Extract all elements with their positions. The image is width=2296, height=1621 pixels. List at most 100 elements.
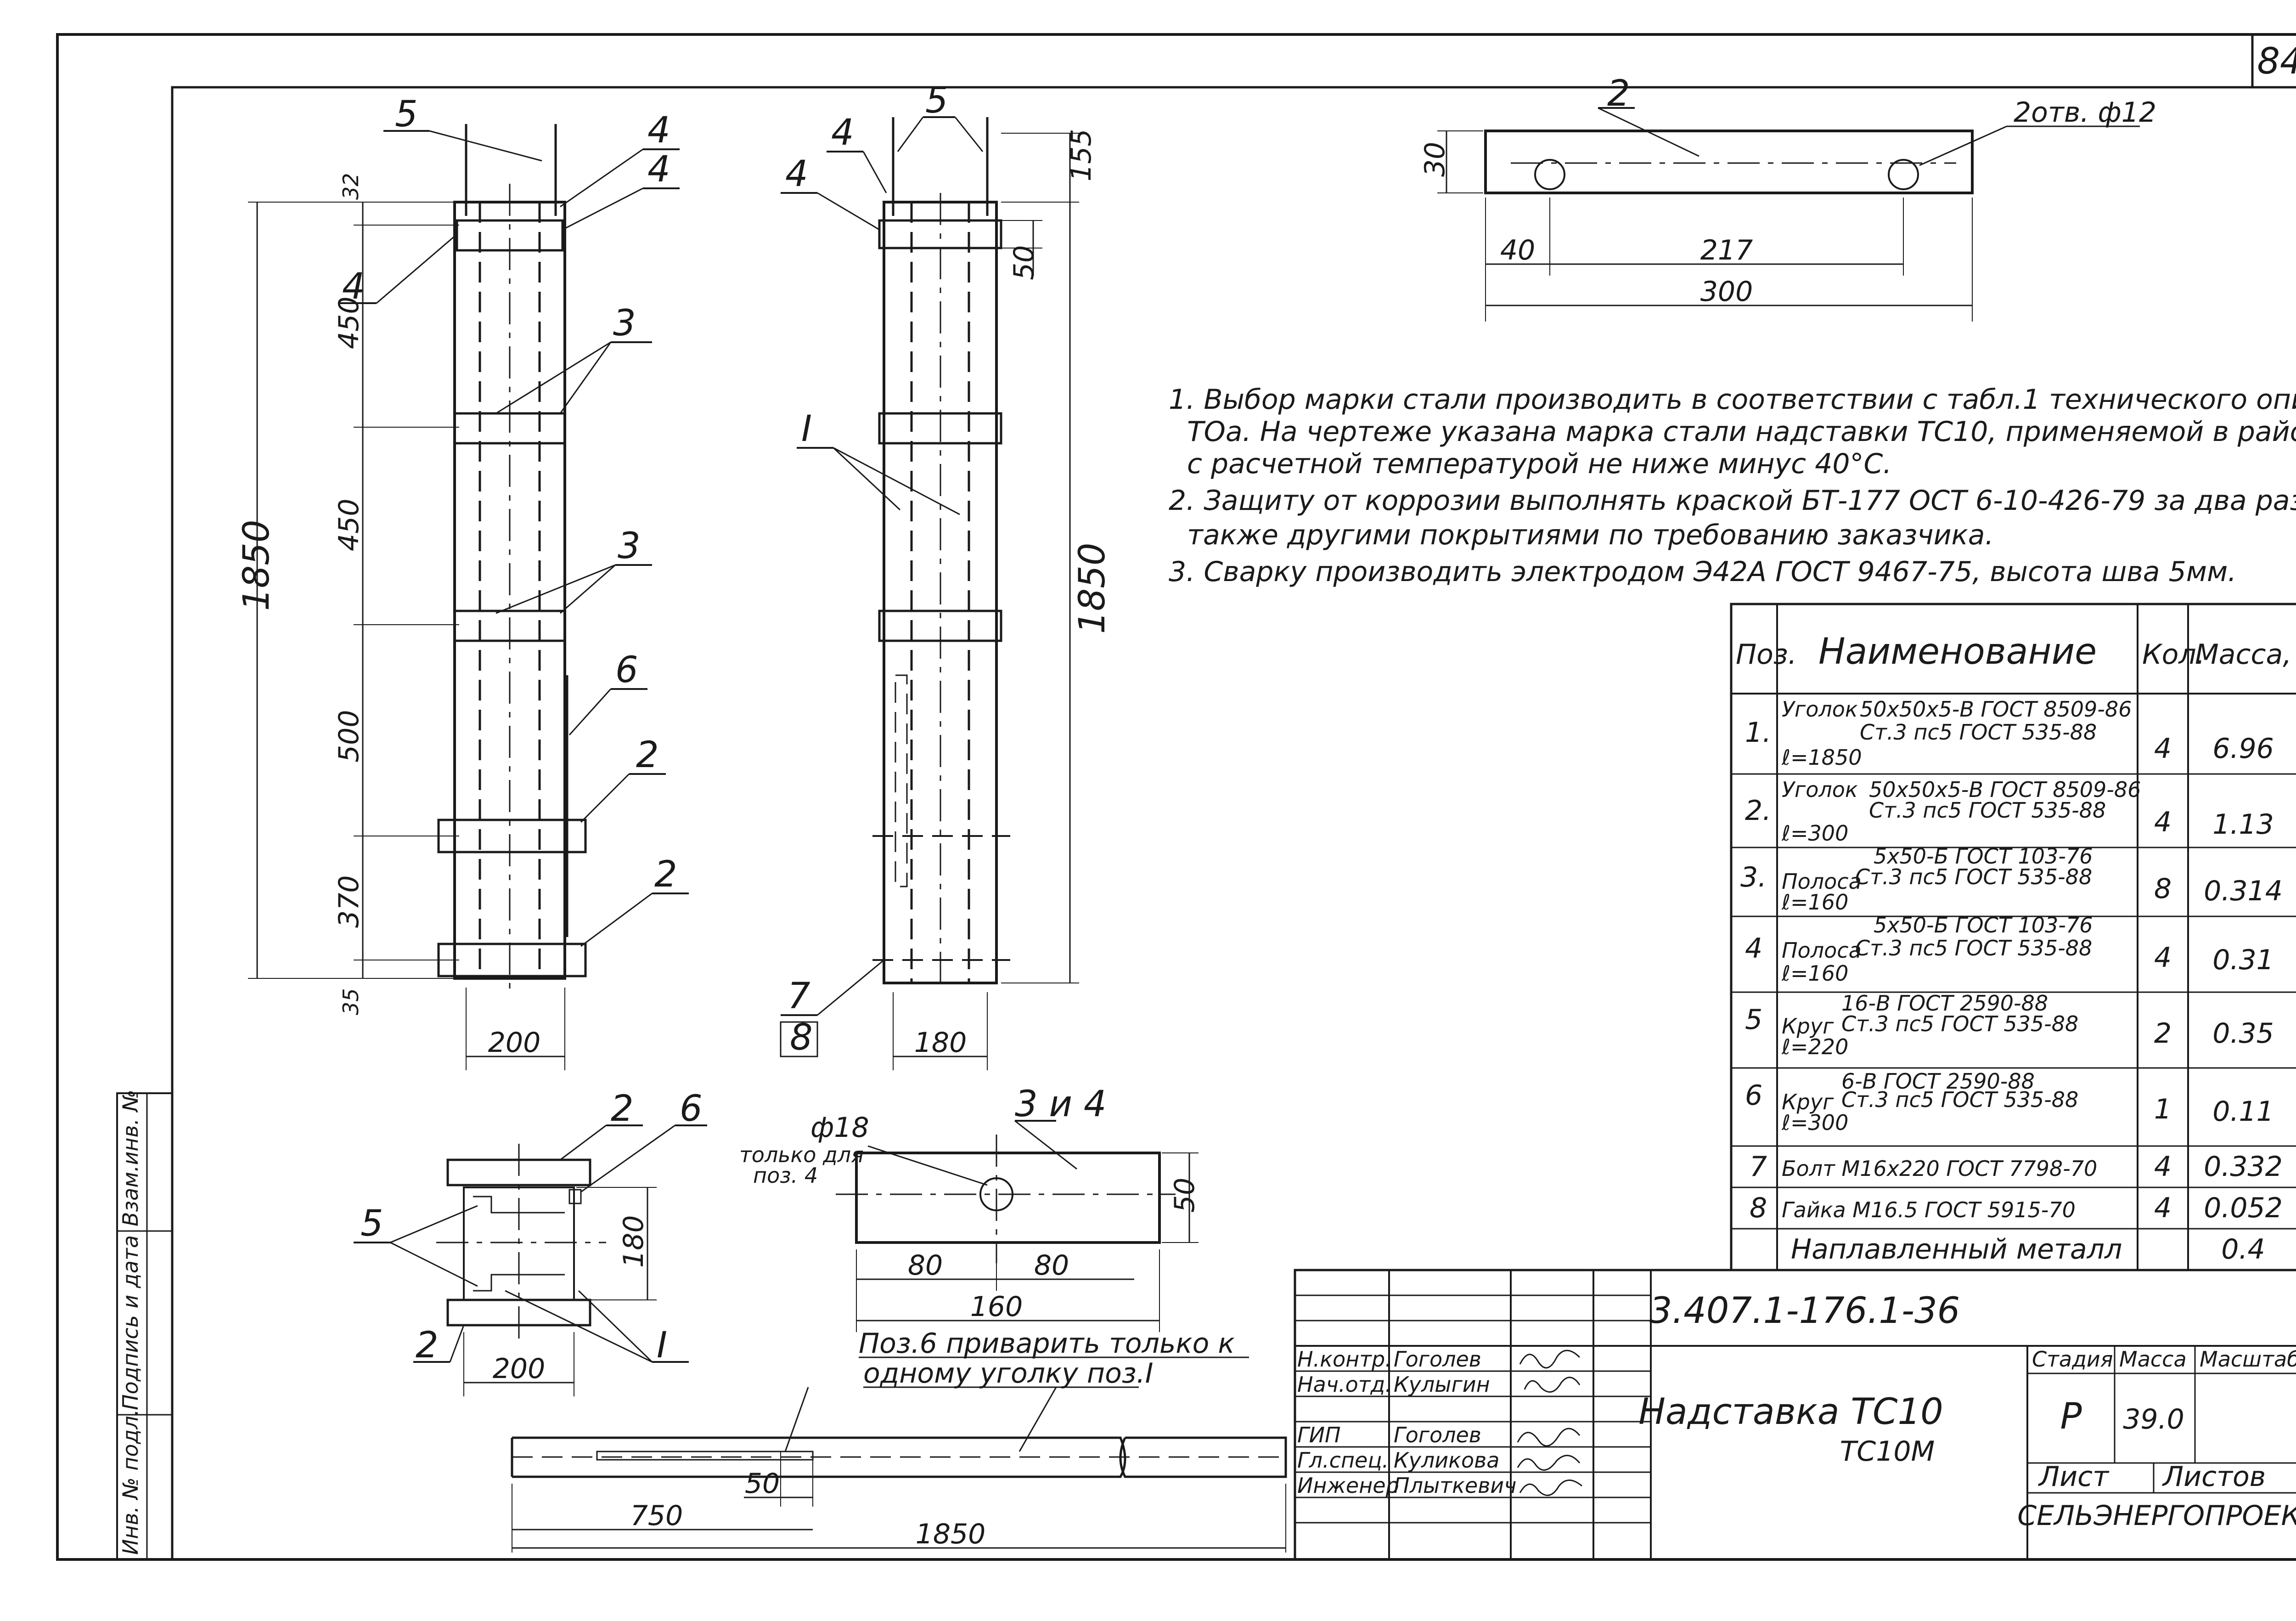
side-leader-4a: 4 bbox=[831, 112, 854, 153]
spec-row-2-name: Уголок bbox=[1782, 777, 1858, 802]
spec-row-6-name: Круг bbox=[1782, 1090, 1834, 1114]
front-dim-450a: 450 bbox=[333, 296, 365, 349]
note-line-6: 3. Сварку производить электродом Э42А ГО… bbox=[1169, 556, 2236, 588]
front-leader-2b: 2 bbox=[654, 854, 677, 895]
side-leader-I: I bbox=[801, 408, 812, 450]
part2-detail: 2 2отв. ф12 30 40 217 300 bbox=[1419, 73, 2156, 322]
note-line-1: 1. Выбор марки стали производить в соотв… bbox=[1169, 384, 2296, 416]
spec-row-5-pos: 5 bbox=[1745, 1004, 1762, 1036]
section-leader-5: 5 bbox=[360, 1203, 383, 1244]
spec-row-1-spec2: Ст.3 пс5 ГОСТ 535-88 bbox=[1860, 720, 2097, 745]
sign-name-4: Куликова bbox=[1394, 1448, 1499, 1473]
note-line-4: 2. Защиту от коррозии выполнять краской … bbox=[1169, 485, 2296, 517]
spec-row-1-spec1: 50х50х5-В ГОСТ 8509-86 bbox=[1860, 697, 2132, 722]
spec-row-4-spec2: Ст.3 пс5 ГОСТ 535-88 bbox=[1855, 936, 2092, 960]
spec-row-4-len: ℓ=160 bbox=[1781, 961, 1848, 986]
signature-4 bbox=[1517, 1455, 1581, 1471]
signature-1 bbox=[1519, 1350, 1581, 1369]
spec-table: Поз. Наименование Кол. Масса, кг 1. Угол… bbox=[1730, 603, 2296, 1271]
front-leader-4a: 4 bbox=[647, 110, 670, 151]
front-leader-4b: 4 bbox=[647, 149, 670, 190]
side-leader-7: 7 bbox=[788, 976, 810, 1017]
spec-row-7-pos: 7 bbox=[1750, 1151, 1767, 1183]
front-leader-3b: 3 bbox=[618, 525, 641, 567]
part34-detail: 3 и 4 ф18 только для поз. 4 50 80 80 160 bbox=[739, 1084, 1201, 1332]
spec-row-5-qty: 2 bbox=[2154, 1017, 2172, 1050]
front-dim-32: 32 bbox=[338, 173, 363, 200]
spec-row-5-spec1: 16-В ГОСТ 2590-88 bbox=[1841, 991, 2048, 1016]
spec-header-mass: Масса, кг bbox=[2195, 638, 2296, 671]
part2-dim-40: 40 bbox=[1500, 234, 1535, 266]
spec-row-6-pos: 6 bbox=[1745, 1079, 1762, 1112]
mass-header: Масса bbox=[2119, 1347, 2187, 1372]
sheet-label: Лист bbox=[2038, 1461, 2110, 1493]
section-leader-6: 6 bbox=[680, 1088, 703, 1130]
section-leader-I: I bbox=[657, 1325, 667, 1366]
spec-row-6-len: ℓ=300 bbox=[1781, 1110, 1848, 1135]
sheet-number: 84 bbox=[2257, 41, 2296, 82]
scale-header: Масштаб bbox=[2200, 1347, 2296, 1372]
stage-header: Стадия bbox=[2032, 1347, 2113, 1372]
part2-label: 2 bbox=[1607, 73, 1630, 114]
spec-row-4-qty: 4 bbox=[2154, 942, 2172, 974]
spec-row-1-qty: 4 bbox=[2154, 733, 2172, 765]
side-dim-155: 155 bbox=[1065, 129, 1097, 181]
stamp-inv: Инв. № подл. bbox=[118, 1409, 143, 1555]
spec-row-3-len: ℓ=160 bbox=[1781, 890, 1848, 915]
spec-row-5-spec2: Ст.3 пс5 ГОСТ 535-88 bbox=[1841, 1011, 2078, 1036]
sign-name-5: Плыткевич bbox=[1394, 1473, 1516, 1498]
spec-row-2-len: ℓ=300 bbox=[1781, 821, 1848, 846]
note-line-5: также другими покрытиями по требованию з… bbox=[1187, 519, 1994, 551]
spec-row-7-mass: 0.332 bbox=[2204, 1151, 2283, 1183]
part34-dim-50: 50 bbox=[1169, 1178, 1201, 1213]
title-block: 3.407.1-176.1-36 Надставка ТС10 ТС10М Ст… bbox=[1294, 1269, 2296, 1561]
spec-row-6-qty: 1 bbox=[2154, 1093, 2172, 1125]
front-dim-200: 200 bbox=[488, 1027, 541, 1059]
spec-row-7-qty: 4 bbox=[2154, 1151, 2172, 1183]
spec-row-8-name: Гайка М16.5 ГОСТ 5915-70 bbox=[1782, 1197, 2076, 1222]
part34-hole-note1: только для bbox=[739, 1142, 864, 1167]
sheet-number-box bbox=[2251, 33, 2296, 89]
spec-row-3-qty: 8 bbox=[2154, 873, 2172, 905]
stamp-sign: Подпись и дата bbox=[118, 1235, 143, 1410]
spec-row-1-pos: 1. bbox=[1745, 717, 1771, 749]
section-leader-2b: 2 bbox=[416, 1325, 439, 1366]
front-leader-6: 6 bbox=[615, 650, 638, 691]
sign-role-1: Н.контр. bbox=[1297, 1347, 1392, 1372]
spec-row-1-name: Уголок bbox=[1782, 697, 1858, 722]
organization: СЕЛЬЭНЕРГОПРОЕКТ bbox=[2017, 1500, 2296, 1532]
spec-row-5-len: ℓ=220 bbox=[1781, 1034, 1848, 1059]
spec-row-4-spec1: 5х50-Б ГОСТ 103-76 bbox=[1874, 913, 2093, 938]
side-leader-8: 8 bbox=[790, 1017, 813, 1058]
front-dim-1850: 1850 bbox=[236, 520, 277, 611]
spec-row-2-qty: 4 bbox=[2154, 806, 2172, 838]
spec-row-3-spec1: 5х50-Б ГОСТ 103-76 bbox=[1874, 844, 2093, 869]
signature-2 bbox=[1524, 1377, 1581, 1393]
spec-row-2-mass: 1.13 bbox=[2212, 808, 2274, 841]
spec-row-7-name: Болт М16х220 ГОСТ 7798-70 bbox=[1782, 1156, 2097, 1181]
spec-row-3-pos: 3. bbox=[1740, 861, 1767, 893]
sign-role-2: Нач.отд. bbox=[1297, 1372, 1392, 1397]
bottom-note-2: одному уголку поз.I bbox=[863, 1357, 1154, 1389]
signature-3 bbox=[1517, 1428, 1581, 1447]
front-view: 32 450 450 500 370 35 1850 200 5 4 4 4 3… bbox=[236, 94, 689, 1070]
part2-dim-217: 217 bbox=[1700, 234, 1753, 266]
part2-dim-30: 30 bbox=[1419, 142, 1451, 177]
drawing-title-2: ТС10М bbox=[1840, 1435, 1935, 1468]
spec-row-6-mass: 0.11 bbox=[2212, 1096, 2274, 1128]
note-line-3: с расчетной температурой не ниже минус 4… bbox=[1187, 448, 1892, 480]
sign-role-3: ГИП bbox=[1297, 1423, 1341, 1447]
stamp-replace: Взам.инв. № bbox=[118, 1090, 143, 1226]
spec-header-pos: Поз. bbox=[1736, 638, 1797, 671]
drawing-title-1: Надставка ТС10 bbox=[1638, 1391, 1943, 1433]
spec-row-4-mass: 0.31 bbox=[2212, 944, 2274, 976]
spec-row-4-pos: 4 bbox=[1745, 932, 1762, 965]
spec-row-3-mass: 0.314 bbox=[2204, 875, 2283, 907]
cross-section: 2 6 5 2 I 180 200 bbox=[354, 1088, 707, 1396]
spec-row-3-name: Полоса bbox=[1782, 869, 1862, 894]
part34-hole: ф18 bbox=[810, 1112, 869, 1144]
spec-row-2-pos: 2. bbox=[1745, 795, 1771, 827]
sign-role-4: Гл.спец. bbox=[1297, 1448, 1389, 1473]
spec-header-qty: Кол. bbox=[2142, 638, 2205, 671]
